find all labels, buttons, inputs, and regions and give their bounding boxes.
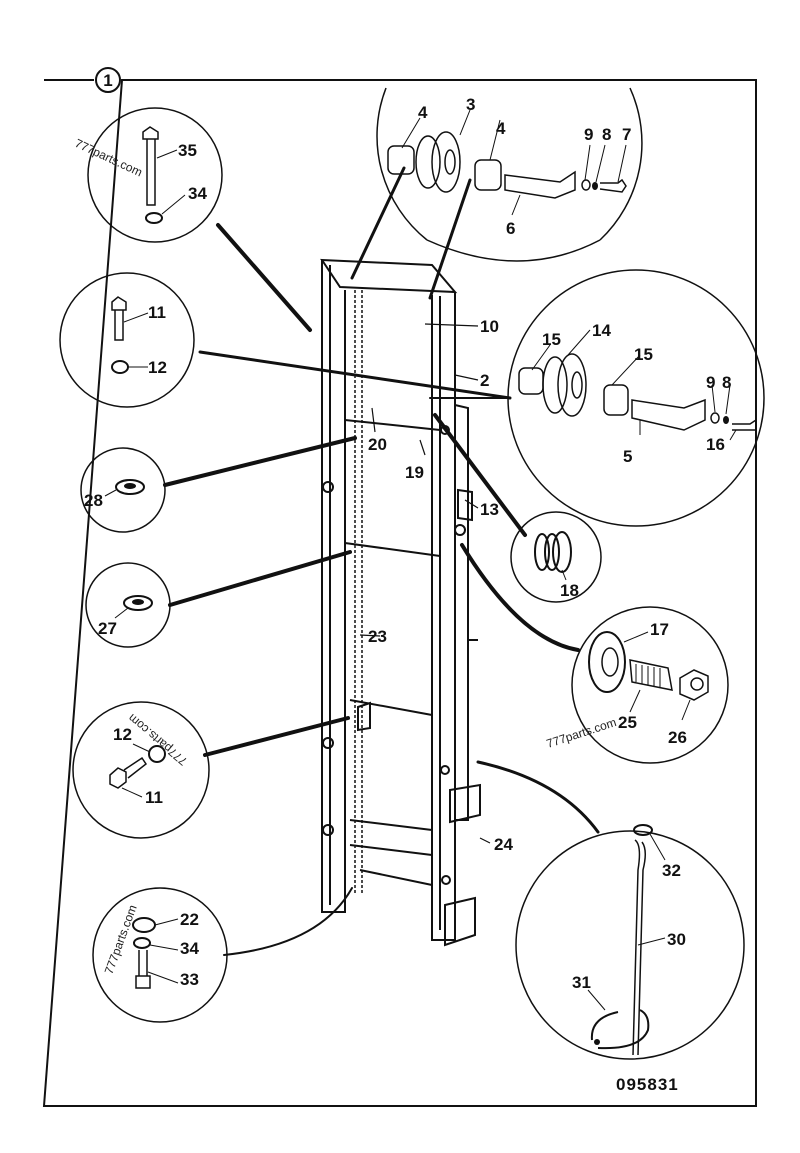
label-12-lower: 12: [113, 725, 132, 744]
watermark: 777parts.com: [73, 136, 145, 179]
label-18: 18: [560, 581, 579, 600]
label-10: 10: [480, 317, 499, 336]
label-33: 33: [180, 970, 199, 989]
detail-bolt-35: 35 34 777parts.com: [73, 107, 223, 243]
mast-frame: [320, 258, 481, 947]
detail-bolt-11: 11 12: [59, 272, 195, 408]
label-17: 17: [650, 620, 669, 639]
outer-frame: 1: [42, 67, 757, 1107]
label-23: 23: [368, 627, 387, 646]
detail-rod-30: 32 30 31: [515, 824, 745, 1060]
label-34: 34: [188, 184, 207, 203]
group-number: 1: [103, 71, 112, 90]
label-25: 25: [618, 713, 637, 732]
detail-washer-27: 27: [85, 562, 171, 648]
group-number-badge: [95, 67, 121, 93]
label-27: 27: [98, 619, 117, 638]
label-32: 32: [662, 861, 681, 880]
label-34-lower: 34: [180, 939, 199, 958]
label-11: 11: [148, 303, 166, 322]
detail-bolt-33: 22 34 33 777parts.com: [92, 887, 228, 1023]
label-20: 20: [368, 435, 387, 454]
label-4a: 4: [418, 103, 428, 122]
label-26: 26: [668, 728, 687, 747]
frame-labels: 10 2 20 19 13 23 24: [359, 317, 513, 854]
label-19: 19: [405, 463, 424, 482]
label-5: 5: [623, 447, 632, 466]
label-3: 3: [466, 95, 475, 114]
watermark: 777parts.com: [125, 711, 190, 768]
label-12: 12: [148, 358, 167, 377]
leader-lines: [163, 166, 600, 956]
detail-spring-18: 18: [510, 511, 602, 603]
label-15b: 15: [634, 345, 653, 364]
drawing-reference: 095831: [616, 1075, 679, 1094]
label-8-mid: 8: [722, 373, 731, 392]
detail-washer-28: 28: [80, 447, 166, 533]
label-4b: 4: [496, 119, 506, 138]
label-13: 13: [480, 500, 499, 519]
detail-roller-17: 17 25 26 777parts.com: [545, 606, 729, 764]
label-15a: 15: [542, 330, 561, 349]
label-14: 14: [592, 321, 611, 340]
label-31: 31: [572, 973, 591, 992]
label-9-mid: 9: [706, 373, 715, 392]
label-30: 30: [667, 930, 686, 949]
label-24: 24: [494, 835, 513, 854]
detail-bolt-11-lower: 12 11 777parts.com: [72, 701, 210, 839]
label-16: 16: [706, 435, 725, 454]
label-9-top: 9: [584, 125, 593, 144]
detail-top-pulley: 4 3 4 9 8 7 6: [376, 87, 643, 262]
label-22: 22: [180, 910, 199, 929]
label-11-lower: 11: [145, 788, 163, 807]
label-28: 28: [84, 491, 103, 510]
label-35: 35: [178, 141, 197, 160]
label-6: 6: [506, 219, 515, 238]
detail-mid-pulley: 15 14 15 9 8 16 5: [507, 269, 765, 527]
label-8-top: 8: [602, 125, 611, 144]
label-7: 7: [622, 125, 631, 144]
label-2: 2: [480, 371, 489, 390]
